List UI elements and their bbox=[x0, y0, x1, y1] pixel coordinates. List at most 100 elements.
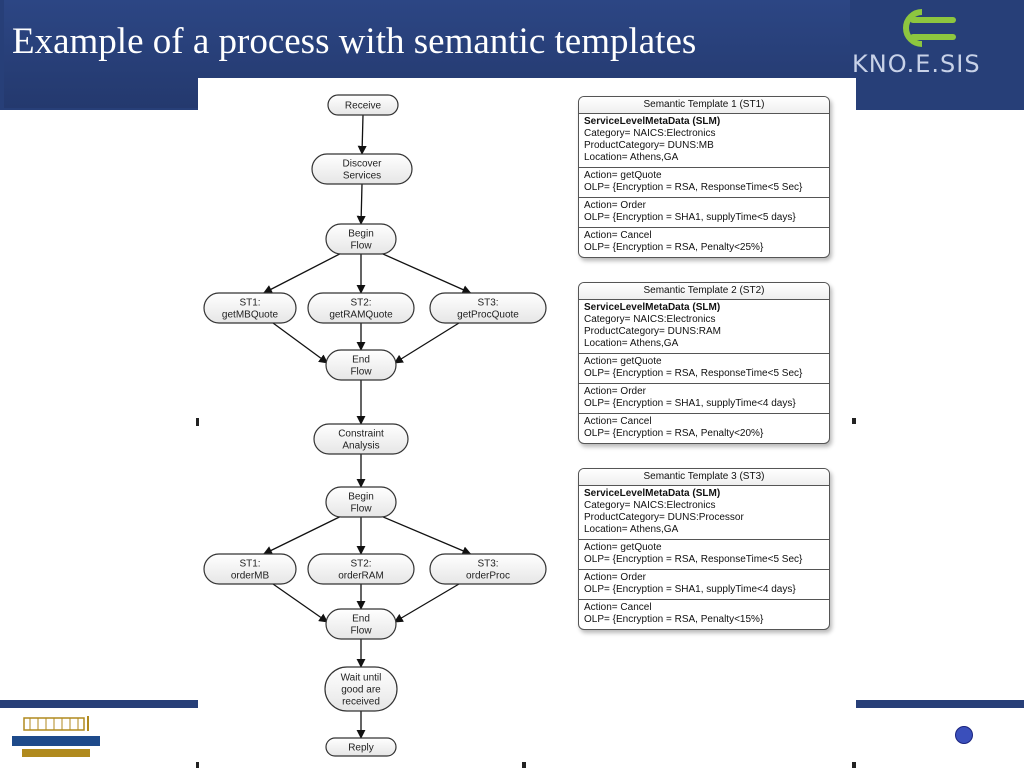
flow-node-label: Wait until bbox=[341, 673, 382, 684]
flow-node-label: received bbox=[342, 697, 380, 708]
slm-heading: ServiceLevelMetaData (SLM) bbox=[584, 116, 721, 127]
flow-node-label: ST3: bbox=[477, 559, 498, 570]
action-line: Action= Cancel bbox=[584, 416, 652, 427]
flow-node-label: Flow bbox=[350, 367, 372, 378]
olp-line: OLP= {Encryption = RSA, Penalty<15%} bbox=[584, 614, 764, 625]
olp-line: OLP= {Encryption = RSA, ResponseTime<5 S… bbox=[584, 182, 803, 193]
flow-node-st3b: ST3:orderProc bbox=[429, 553, 547, 585]
slm-line: ProductCategory= DUNS:RAM bbox=[584, 326, 721, 337]
action-line: Action= Cancel bbox=[584, 602, 652, 613]
knoesis-logo-text: KNO.E.SIS bbox=[852, 50, 981, 78]
flow-node-label: Services bbox=[343, 171, 381, 182]
slm-line: Location= Athens,GA bbox=[584, 524, 679, 535]
slm-line: ProductCategory= DUNS:MB bbox=[584, 140, 714, 151]
slm-section: ServiceLevelMetaData (SLM)Category= NAIC… bbox=[579, 114, 829, 168]
flow-node-label: getMBQuote bbox=[222, 310, 279, 321]
flow-node-label: ST2: bbox=[350, 559, 371, 570]
template-title: Semantic Template 2 (ST2) bbox=[579, 283, 829, 300]
flow-node-reply: Reply bbox=[325, 737, 397, 757]
flow-node-label: Flow bbox=[350, 241, 372, 252]
flow-node-label: Analysis bbox=[342, 441, 379, 452]
action-line: Action= Order bbox=[584, 386, 646, 397]
flow-node-shape bbox=[324, 666, 398, 712]
slm-line: Category= NAICS:Electronics bbox=[584, 314, 716, 325]
flow-node-shape bbox=[203, 553, 297, 585]
flow-node-label: ST3: bbox=[477, 298, 498, 309]
flow-node-st1b: ST1:orderMB bbox=[203, 553, 297, 585]
flow-node-shape bbox=[325, 737, 397, 757]
wright-state-university-seal bbox=[12, 716, 100, 757]
flow-node-label: Begin bbox=[348, 492, 374, 503]
action-line: Action= Cancel bbox=[584, 230, 652, 241]
flow-node-label: orderRAM bbox=[338, 571, 384, 582]
slm-line: Location= Athens,GA bbox=[584, 338, 679, 349]
olp-line: OLP= {Encryption = RSA, Penalty<25%} bbox=[584, 242, 764, 253]
slm-line: Category= NAICS:Electronics bbox=[584, 128, 716, 139]
olp-line: OLP= {Encryption = SHA1, supplyTime<4 da… bbox=[584, 584, 796, 595]
flow-arrow-discover-to-begin1 bbox=[356, 183, 366, 225]
flow-node-label: Flow bbox=[350, 626, 372, 637]
slm-heading: ServiceLevelMetaData (SLM) bbox=[584, 302, 721, 313]
flow-node-label: Discover bbox=[343, 159, 383, 170]
slm-line: Category= NAICS:Electronics bbox=[584, 500, 716, 511]
slm-section: ServiceLevelMetaData (SLM)Category= NAIC… bbox=[579, 486, 829, 540]
flow-node-shape bbox=[307, 292, 415, 324]
semantic-template-st2: Semantic Template 2 (ST2)ServiceLevelMet… bbox=[578, 282, 830, 444]
edge-tick bbox=[852, 418, 856, 424]
flow-node-label: ST2: bbox=[350, 298, 371, 309]
flow-node-receive: Receive bbox=[327, 94, 399, 116]
flow-node-label: Constraint bbox=[338, 429, 384, 440]
flow-node-label: orderMB bbox=[231, 571, 270, 582]
flow-node-label: good are bbox=[341, 685, 381, 696]
flow-node-label: ST1: bbox=[239, 298, 260, 309]
flow-arrow-begin2-to-st1b bbox=[262, 514, 344, 555]
flow-node-st3a: ST3:getProcQuote bbox=[429, 292, 547, 324]
knoesis-logo-icon bbox=[903, 9, 956, 47]
edge-tick bbox=[852, 762, 856, 768]
flow-node-st1a: ST1:getMBQuote bbox=[203, 292, 297, 324]
olp-line: OLP= {Encryption = SHA1, supplyTime<5 da… bbox=[584, 212, 796, 223]
olp-line: OLP= {Encryption = RSA, ResponseTime<5 S… bbox=[584, 554, 803, 565]
semantic-template-st3: Semantic Template 3 (ST3)ServiceLevelMet… bbox=[578, 468, 830, 630]
flow-node-label: getProcQuote bbox=[457, 310, 519, 321]
olp-line: OLP= {Encryption = RSA, ResponseTime<5 S… bbox=[584, 368, 803, 379]
edge-tick bbox=[522, 762, 526, 768]
flow-node-shape bbox=[325, 349, 397, 381]
slm-line: Location= Athens,GA bbox=[584, 152, 679, 163]
flow-node-shape bbox=[203, 292, 297, 324]
semantic-template-st1: Semantic Template 1 (ST1)ServiceLevelMet… bbox=[578, 96, 830, 258]
slide-title: Example of a process with semantic templ… bbox=[12, 21, 697, 62]
slide-header: Example of a process with semantic templ… bbox=[0, 0, 1024, 110]
edge-tick bbox=[196, 762, 199, 768]
flow-node-label: ST1: bbox=[239, 559, 260, 570]
flow-node-label: Reply bbox=[348, 743, 374, 754]
flow-node-shape bbox=[325, 223, 397, 255]
olp-line: OLP= {Encryption = SHA1, supplyTime<4 da… bbox=[584, 398, 796, 409]
flow-arrow-begin2-to-st3b bbox=[378, 514, 472, 555]
edge-tick bbox=[196, 418, 199, 426]
slm-heading: ServiceLevelMetaData (SLM) bbox=[584, 488, 721, 499]
flow-arrow-begin1-to-st3a bbox=[378, 251, 472, 294]
action-line: Action= Order bbox=[584, 572, 646, 583]
flow-node-label: Receive bbox=[345, 101, 382, 112]
flow-arrow-st1b-to-end2 bbox=[272, 583, 329, 623]
flow-node-label: End bbox=[352, 614, 370, 625]
slide-bullet-dot bbox=[955, 726, 973, 744]
flow-node-shape bbox=[327, 94, 399, 116]
flow-node-shape bbox=[307, 553, 415, 585]
slm-section: ServiceLevelMetaData (SLM)Category= NAIC… bbox=[579, 300, 829, 354]
action-line: Action= getQuote bbox=[584, 542, 662, 553]
